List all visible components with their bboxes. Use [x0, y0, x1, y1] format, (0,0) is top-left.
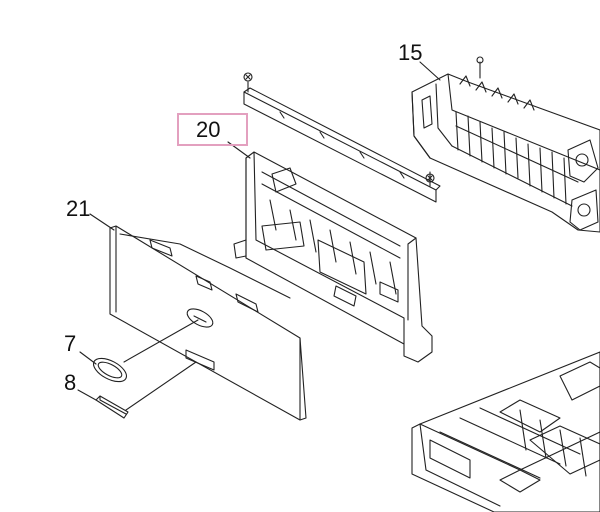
paper-tray [411, 351, 600, 512]
part-7-oval-plug [93, 357, 127, 383]
part-8-rect-plug [95, 395, 129, 419]
callout-15: 15 [398, 40, 423, 65]
leader-line-21 [89, 213, 115, 231]
part-20-guide-frame [233, 151, 433, 363]
callout-8: 8 [64, 370, 77, 395]
callout-20: 20 [196, 117, 221, 142]
leader-line-8 [77, 389, 97, 401]
leader-line-8-to-panel [125, 361, 197, 411]
callout-21: 21 [66, 196, 91, 221]
leader-line-7-to-panel [123, 319, 199, 363]
leader-line-15 [419, 61, 441, 81]
bracket-bar [243, 72, 441, 203]
callout-7: 7 [64, 331, 77, 356]
highlight-box-part-20 [177, 113, 248, 146]
part-21-cover-panel [109, 225, 307, 421]
leader-line-7 [79, 351, 97, 365]
part-15-fuser-unit [411, 56, 600, 233]
